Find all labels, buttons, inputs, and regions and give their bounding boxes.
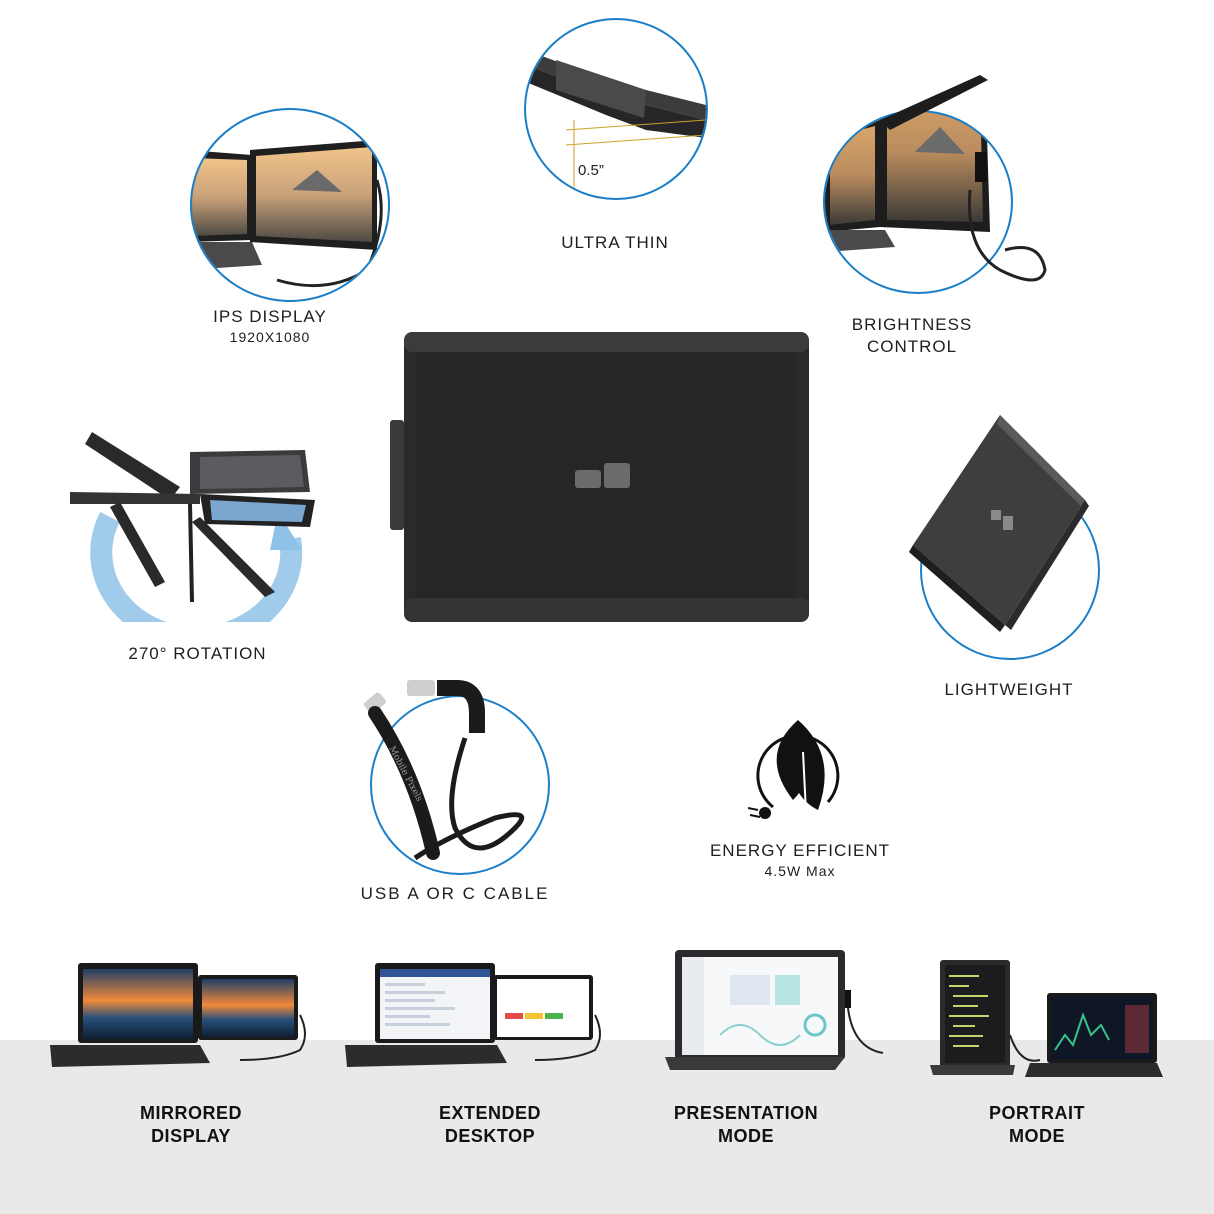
brightness-label: BRIGHTNESS CONTROL — [838, 314, 986, 358]
presentation-label: PRESENTATION MODE — [646, 1102, 846, 1148]
lightweight-title: LIGHTWEIGHT — [944, 680, 1074, 699]
brightness-panel-top — [880, 75, 988, 130]
mirrored-display-photo — [50, 963, 306, 1067]
mirrored-line1: MIRRORED — [140, 1103, 242, 1123]
energy-power: 4.5W Max — [764, 863, 836, 879]
center-monitor-back — [390, 330, 815, 625]
lightweight-label: LIGHTWEIGHT — [935, 679, 1083, 701]
ips-display-resolution: 1920X1080 — [229, 329, 311, 345]
extended-desktop-photo — [345, 963, 601, 1067]
portrait-line1: PORTRAIT — [989, 1103, 1085, 1123]
ips-display-photo — [190, 108, 390, 302]
thin-edge-photo: 0.5” — [524, 18, 708, 200]
presentation-mode-photo — [665, 950, 884, 1070]
extended-line2: DESKTOP — [444, 1126, 536, 1146]
extended-label: EXTENDED DESKTOP — [390, 1102, 590, 1148]
ips-display-label: IPS DISPLAY 1920X1080 — [190, 306, 350, 346]
brightness-line1: BRIGHTNESS — [851, 315, 973, 334]
thin-dimension-text: 0.5” — [578, 162, 604, 179]
brightness-cable — [967, 189, 1047, 282]
brightness-control-photo — [823, 110, 1013, 294]
energy-label: ENERGY EFFICIENT 4.5W Max — [700, 840, 900, 880]
usb-cable-label: USB A OR C CABLE — [350, 883, 560, 905]
brand-logo-icon — [575, 463, 630, 488]
portrait-label: PORTRAIT MODE — [937, 1102, 1137, 1148]
brightness-line2: CONTROL — [866, 337, 958, 356]
rotation-label: 270° ROTATION — [110, 643, 285, 665]
ultra-thin-title: ULTRA THIN — [561, 233, 669, 252]
folded-monitor-photo — [909, 415, 1089, 632]
portrait-mode-photo — [930, 960, 1163, 1077]
rotation-title: 270° ROTATION — [128, 644, 267, 663]
extended-line1: EXTENDED — [438, 1103, 541, 1123]
rotation-photo — [70, 432, 320, 622]
mirrored-line2: DISPLAY — [151, 1126, 231, 1146]
presentation-line1: PRESENTATION — [673, 1103, 819, 1123]
ultra-thin-label: ULTRA THIN — [530, 232, 700, 254]
usb-cable-title: USB A OR C CABLE — [360, 884, 550, 903]
energy-title: ENERGY EFFICIENT — [709, 841, 891, 860]
portrait-line2: MODE — [1009, 1126, 1065, 1146]
usb-cable-photo: Mobile Pixels — [364, 680, 525, 861]
ips-display-title: IPS DISPLAY — [213, 307, 327, 326]
leaf-plug-icon — [748, 720, 840, 819]
mirrored-label: MIRRORED DISPLAY — [91, 1102, 291, 1148]
presentation-line2: MODE — [718, 1126, 774, 1146]
